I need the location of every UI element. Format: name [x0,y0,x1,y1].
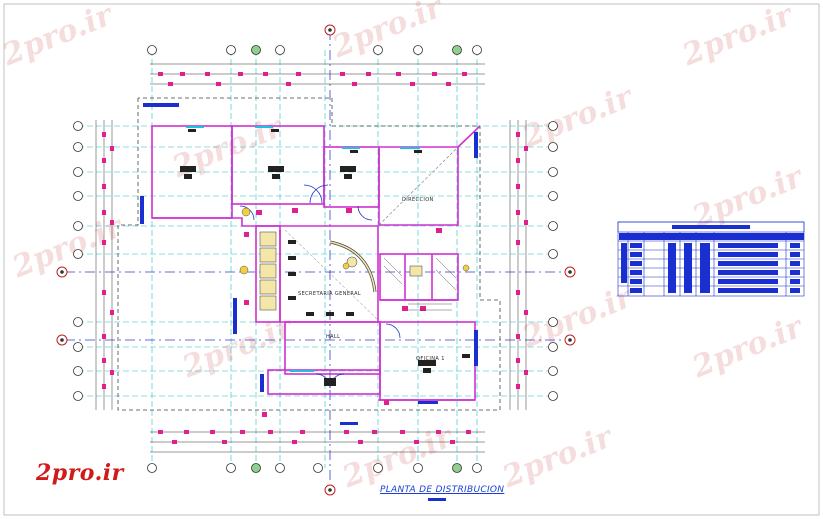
room-label-hall: HALL [326,334,341,340]
services-hatch [383,257,457,311]
room-label-secretaria: SECRETARIA GENERAL [298,291,362,297]
sofa [259,231,423,311]
vertical-grid-lines [151,50,478,468]
plants [239,207,470,275]
schedule-table-fills [619,225,804,293]
diagonal-line [378,146,459,226]
horizontal-grid-lines [78,125,553,397]
room-label-oficina: OFICINA 1 [416,356,445,362]
section-axes [65,30,570,480]
grid-bubbles-top [147,45,482,55]
grid-bubbles-bottom [147,463,482,473]
wall-hatch [244,208,442,417]
grid-bubbles-right [548,121,558,401]
dimension-ticks-left [102,132,114,389]
room-label-direccion: DIRECCION [402,197,434,203]
diagonal-wall [457,125,481,148]
dimension-ticks-right [516,132,528,389]
dimension-ticks-top [158,72,467,86]
sheet-border [3,3,820,516]
doors [239,184,401,389]
dimension-lines-bottom [150,431,485,453]
building-outline [117,97,501,411]
furniture [180,129,470,386]
drawing-title: PLANTA DE DISTRIBUCION [380,485,505,495]
scale-bar [428,498,446,501]
windows [140,103,478,425]
secretaria-diagonal [284,229,379,321]
schedule-table [617,221,805,297]
dimension-lines-left [95,120,113,410]
dimension-ticks-bottom [158,430,471,444]
dimension-lines-right [509,120,527,410]
section-markers [56,24,576,496]
reception-counter-fill [329,241,376,293]
window-sills [186,126,420,372]
grid-bubbles-left [73,121,83,401]
brand-logo: 2pro.ir [36,460,124,486]
section-marker-dots [60,28,572,492]
